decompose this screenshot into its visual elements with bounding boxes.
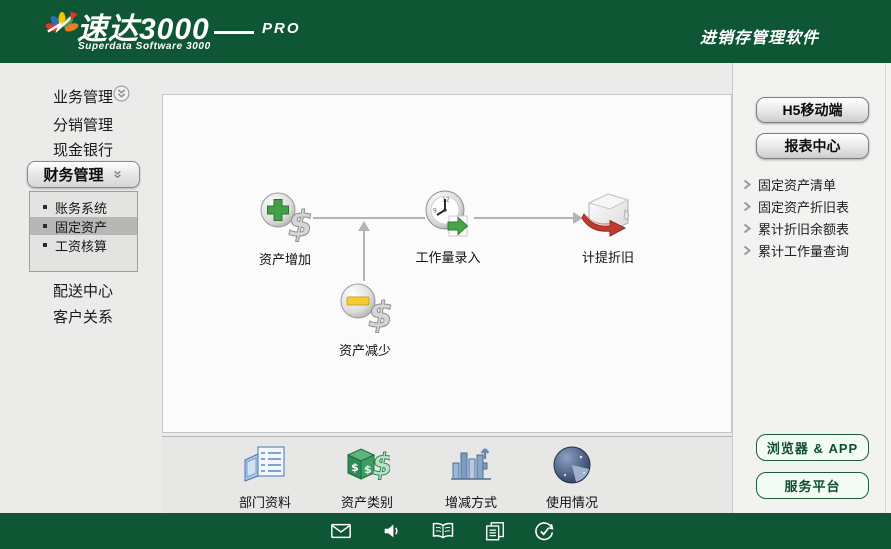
- chevron-right-icon: [743, 179, 751, 190]
- workflow-node-depreciation[interactable]: 计提折旧: [563, 190, 653, 266]
- bullet-icon: [43, 205, 47, 209]
- copy-icon[interactable]: [484, 521, 506, 542]
- finance-submenu: 账务系统 固定资产 工资核算: [29, 191, 138, 272]
- task-check-icon[interactable]: [534, 521, 556, 542]
- submenu-item-fixed-assets-selected[interactable]: 固定资产: [30, 217, 137, 235]
- workflow-node-asset-minus[interactable]: $ 资产减少: [320, 281, 410, 359]
- chevron-right-icon: [743, 223, 751, 234]
- link-accumulated-depreciation-balance[interactable]: 累计折旧余额表: [743, 219, 849, 238]
- app-title: 速达3000: [77, 13, 210, 46]
- app-edition-badge: PRO: [262, 20, 301, 37]
- link-label: 固定资产清单: [758, 178, 837, 193]
- toolbar-item-label: 使用情况: [545, 495, 598, 510]
- work-entry-icon: 12 9: [425, 190, 469, 237]
- bullet-icon: [43, 224, 47, 228]
- submenu-item-label: 账务系统: [55, 200, 108, 216]
- increase-decrease-icon: [451, 448, 491, 480]
- chevron-right-icon: [743, 245, 751, 256]
- workflow-node-asset-add[interactable]: $ 资产增加: [240, 190, 330, 268]
- link-accumulated-workload-query[interactable]: 累计工作量查询: [743, 241, 849, 260]
- right-panel: H5移动端 报表中心 固定资产清单 固定资产折旧表 累计折旧余额表 累计工作量查…: [732, 63, 891, 513]
- sidebar-item-delivery[interactable]: 配送中心: [53, 283, 114, 300]
- h5-mobile-button[interactable]: H5移动端: [756, 97, 869, 123]
- link-label: 固定资产折旧表: [758, 200, 850, 215]
- sidebar-item-cash-bank[interactable]: 现金银行: [53, 142, 114, 159]
- link-fixed-asset-list[interactable]: 固定资产清单: [743, 175, 836, 194]
- header-bar: 速达3000 PRO Superdata Software 3000 进销存管理…: [0, 0, 891, 63]
- report-center-button[interactable]: 报表中心: [756, 133, 869, 159]
- product-tagline: 进销存管理软件: [700, 30, 820, 47]
- depreciation-icon: [581, 193, 630, 237]
- workflow-canvas: $ 资产增加 12 9 工作量录入: [162, 94, 732, 433]
- double-chevron-down-icon: [113, 170, 121, 179]
- svg-text:$: $: [368, 295, 393, 335]
- toolbar-item-usage-status[interactable]: 使用情况: [524, 445, 620, 511]
- workflow-node-label: 资产增加: [258, 252, 311, 267]
- asset-add-icon: $: [260, 192, 314, 246]
- service-platform-button[interactable]: 服务平台: [756, 472, 869, 499]
- bullet-icon: [43, 243, 47, 247]
- speaker-icon[interactable]: [381, 521, 403, 541]
- footer-icon-row: [330, 513, 556, 549]
- logo-dash-rule: [214, 31, 254, 34]
- toolbar-item-department-data[interactable]: 部门资料: [217, 445, 313, 511]
- chevron-right-icon: [743, 201, 751, 212]
- asset-category-icon: $ $ $: [346, 448, 393, 484]
- submenu-item-accounting[interactable]: 账务系统: [30, 198, 137, 216]
- browser-app-button[interactable]: 浏览器 & APP: [756, 434, 869, 461]
- connector-line: [363, 229, 365, 281]
- sidebar-item-finance-active[interactable]: 财务管理: [27, 161, 140, 188]
- manual-book-icon[interactable]: [431, 521, 455, 541]
- svg-text:$: $: [351, 461, 359, 474]
- base-data-toolbar: 部门资料 $ $ $ 资产类别: [162, 436, 732, 513]
- department-data-icon: [244, 446, 285, 482]
- workflow-node-label: 计提折旧: [581, 250, 634, 265]
- svg-text:9: 9: [433, 208, 437, 215]
- sidebar-item-distribution[interactable]: 分销管理: [53, 117, 114, 134]
- connector-line: [313, 217, 425, 219]
- sidebar-item-business[interactable]: 业务管理: [53, 89, 114, 106]
- arrow-right-icon: [573, 212, 583, 224]
- workflow-node-label: 工作量录入: [415, 250, 481, 265]
- toolbar-item-label: 部门资料: [238, 495, 291, 510]
- submenu-item-label: 工资核算: [55, 238, 108, 254]
- mail-icon[interactable]: [330, 521, 352, 541]
- usage-status-icon: [553, 446, 591, 484]
- toolbar-item-asset-category[interactable]: $ $ $ 资产类别: [319, 445, 415, 511]
- submenu-item-payroll[interactable]: 工资核算: [30, 236, 137, 254]
- panel-divider: [885, 63, 886, 513]
- link-label: 累计折旧余额表: [758, 222, 850, 237]
- toolbar-item-increase-decrease[interactable]: 增减方式: [423, 445, 519, 511]
- sidebar-item-crm[interactable]: 客户关系: [53, 309, 114, 326]
- toolbar-item-label: 资产类别: [340, 495, 393, 510]
- superdata-logo-icon: [45, 11, 79, 34]
- link-fixed-asset-depreciation-table[interactable]: 固定资产折旧表: [743, 197, 849, 216]
- svg-text:$: $: [372, 448, 390, 483]
- app-subtitle: Superdata Software 3000: [78, 41, 211, 52]
- asset-minus-icon: $: [340, 283, 394, 337]
- workflow-node-label: 资产减少: [338, 343, 391, 358]
- arrow-up-icon: [358, 221, 370, 231]
- workflow-node-work-entry[interactable]: 12 9 工作量录入: [403, 188, 493, 266]
- svg-text:$: $: [364, 463, 372, 476]
- svg-text:$: $: [288, 204, 313, 244]
- submenu-item-label: 固定资产: [55, 219, 108, 235]
- toolbar-item-label: 增减方式: [444, 495, 497, 510]
- link-label: 累计工作量查询: [758, 244, 850, 259]
- footer-bar: [0, 513, 891, 549]
- circle-double-chevron-down-icon[interactable]: [113, 85, 130, 102]
- connector-line: [474, 217, 574, 219]
- sidebar-item-finance-label: 财务管理: [43, 167, 104, 184]
